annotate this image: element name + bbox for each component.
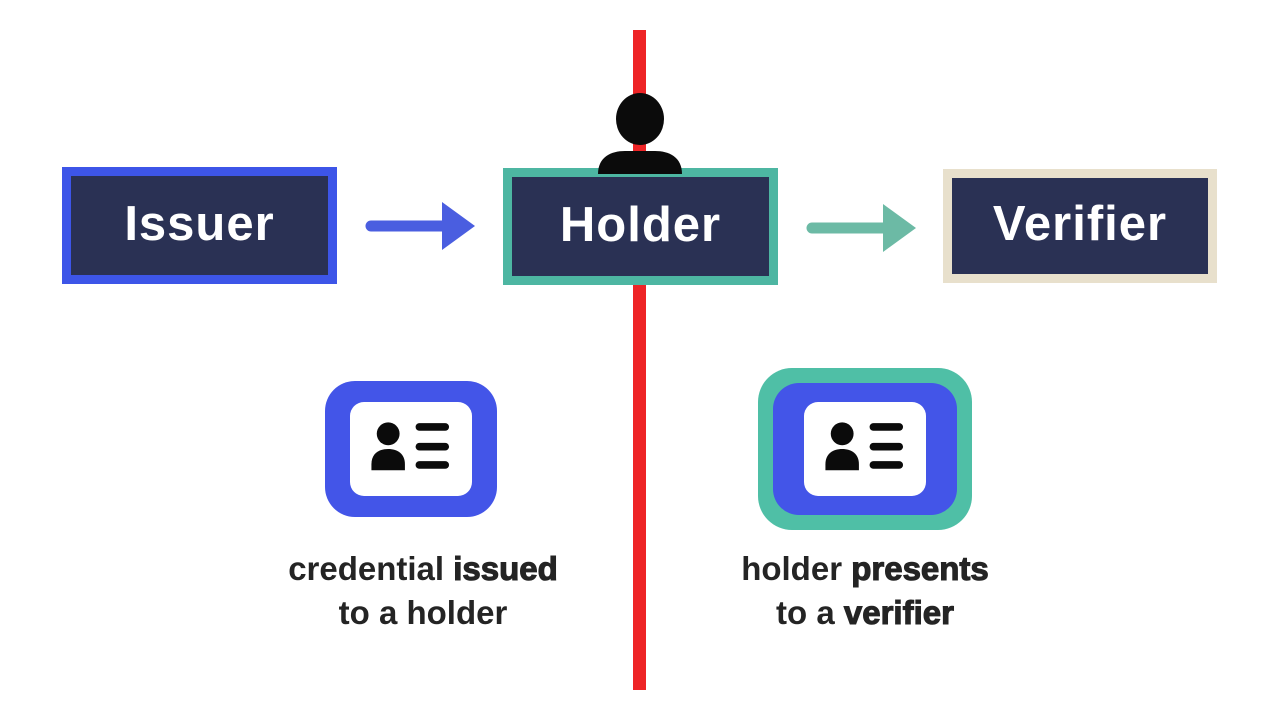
caption-text: to a holder [338, 594, 508, 631]
holder-node: Holder [503, 168, 778, 285]
credential-card-blue-ring [773, 383, 957, 515]
caption-text: holder [741, 550, 852, 587]
caption-text-bold: verifier [843, 593, 954, 631]
caption-text: credential [288, 550, 454, 587]
issue-arrow-icon [364, 199, 478, 253]
verifier-label: Verifier [992, 197, 1168, 251]
caption-credential-issued: credential issued to a holder [163, 547, 683, 635]
issuer-node: Issuer [62, 167, 337, 284]
presented-credential-card-icon [758, 368, 972, 530]
id-card-icon [350, 402, 472, 496]
caption-text-bold: presents [851, 549, 990, 587]
caption-text: to a [776, 594, 844, 631]
caption-text-bold: issued [453, 549, 559, 587]
person-icon [595, 93, 685, 174]
issuer-label: Issuer [124, 196, 275, 251]
issued-credential-card-icon [325, 381, 497, 517]
verifier-node: Verifier [943, 169, 1217, 283]
id-card-icon [804, 402, 926, 496]
caption-holder-presents: holder presents to a verifier [605, 547, 1125, 635]
present-arrow-icon [805, 201, 919, 255]
holder-label: Holder [559, 197, 722, 252]
